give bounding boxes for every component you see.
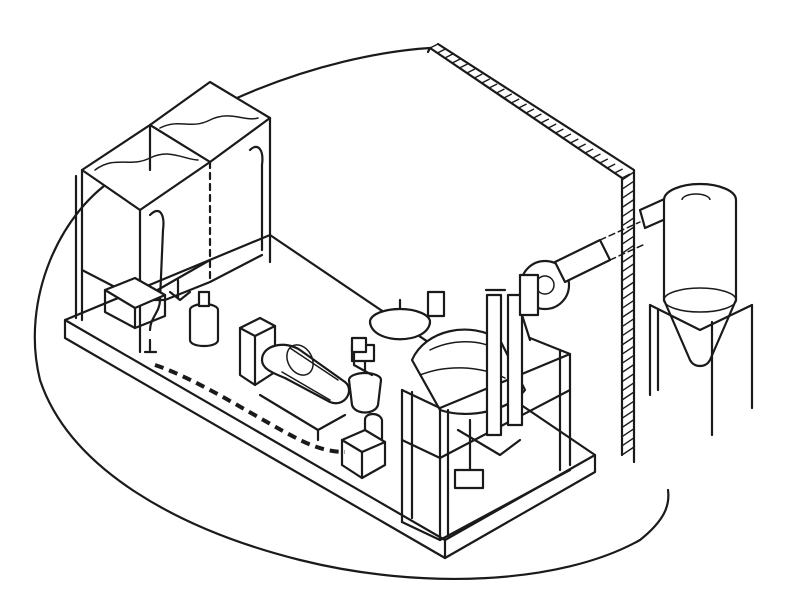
dryer-frame bbox=[400, 288, 572, 542]
extruder-machine bbox=[238, 316, 383, 442]
cyclone-separator bbox=[648, 182, 754, 437]
left-auxiliary-units bbox=[103, 276, 220, 348]
hatched-wall bbox=[428, 42, 636, 464]
fan-blower bbox=[518, 238, 612, 342]
pump-box bbox=[340, 412, 387, 480]
mixing-kettle bbox=[350, 290, 446, 377]
conveyor-dashed-line bbox=[154, 363, 346, 454]
